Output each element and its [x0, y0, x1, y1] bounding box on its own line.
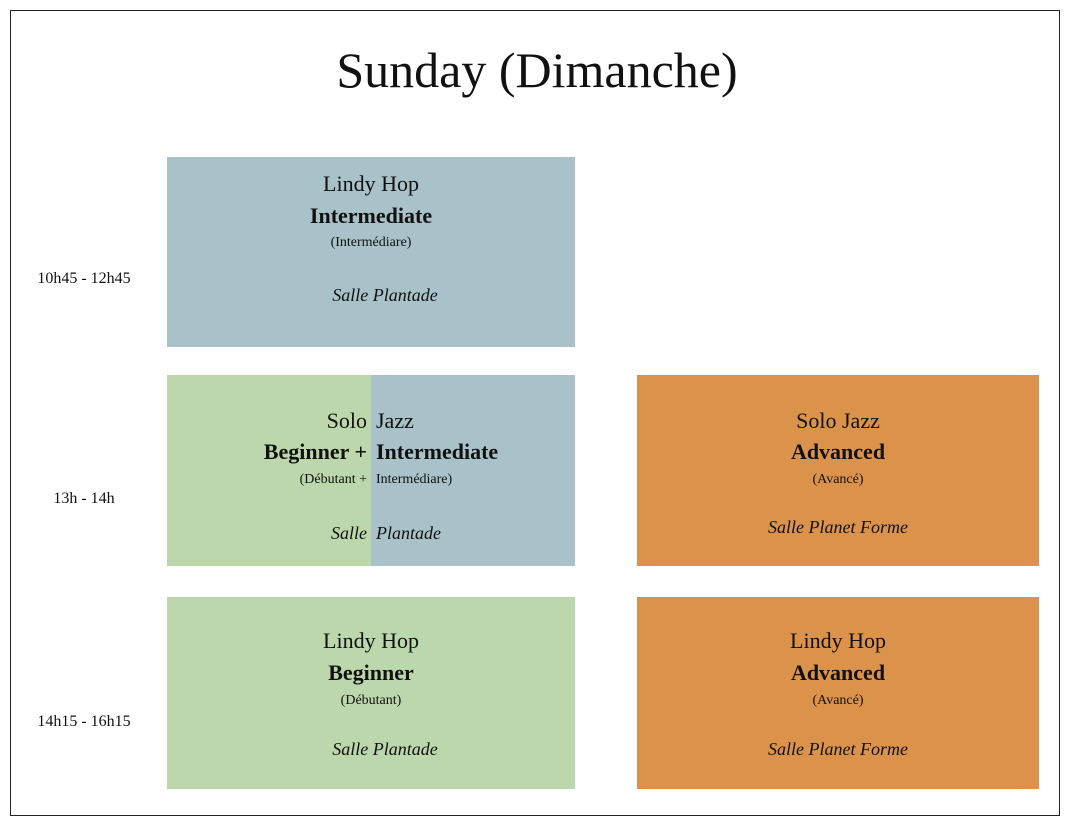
session-card-lindy-hop-beginner: Lindy Hop Beginner (Débutant) Salle Plan… — [167, 597, 575, 789]
session-level-right: Intermediate — [376, 439, 499, 464]
session-card-lindy-hop-advanced: Lindy Hop Advanced (Avancé) Salle Planet… — [637, 597, 1039, 789]
session-room: Salle Plantade — [332, 739, 438, 759]
page-title: Sunday (Dimanche) — [336, 42, 738, 98]
session-level: Beginner — [328, 660, 414, 685]
time-slot-2: 13h - 14h — [53, 490, 115, 507]
session-level-fr: (Débutant) — [340, 693, 402, 708]
session-room: Salle Plantade — [332, 285, 438, 305]
session-room: Salle Planet Forme — [768, 517, 908, 537]
session-style: Lindy Hop — [323, 171, 419, 196]
session-room: Salle Planet Forme — [768, 739, 908, 759]
session-style: Lindy Hop — [790, 628, 886, 653]
time-slot-1: 10h45 - 12h45 — [37, 270, 131, 287]
session-level-fr-right: Intermédiare) — [376, 472, 453, 487]
session-style: Lindy Hop — [323, 628, 419, 653]
session-room-right: Plantade — [376, 523, 441, 543]
session-style: Solo Jazz — [796, 408, 880, 433]
time-slot-3: 14h15 - 16h15 — [37, 713, 131, 730]
session-style-right: Jazz — [376, 408, 414, 433]
session-level-left: Beginner + — [263, 439, 367, 464]
session-level-fr: (Intermédiare) — [330, 235, 412, 250]
intermediate-half: Jazz Intermediate Intermédiare) Plantade — [371, 375, 575, 566]
session-card-solo-jazz-advanced: Solo Jazz Advanced (Avancé) Salle Planet… — [637, 375, 1039, 566]
schedule-frame — [10, 10, 1060, 816]
session-level: Advanced — [790, 660, 886, 685]
session-card-lindy-hop-intermediate: Lindy Hop Intermediate (Intermédiare) Sa… — [167, 157, 575, 347]
beginner-half: Solo Beginner + (Débutant + Salle — [167, 375, 371, 566]
session-card-solo-jazz-beginner-intermediate: Solo Beginner + (Débutant + Salle Jazz I… — [167, 375, 575, 566]
session-level-fr: (Avancé) — [812, 472, 864, 487]
session-level: Advanced — [790, 439, 886, 464]
session-room-left: Salle — [331, 523, 367, 543]
session-style-left: Solo — [326, 408, 367, 433]
session-level: Intermediate — [309, 203, 433, 228]
session-level-fr-left: (Débutant + — [299, 472, 367, 487]
session-level-fr: (Avancé) — [812, 693, 864, 708]
